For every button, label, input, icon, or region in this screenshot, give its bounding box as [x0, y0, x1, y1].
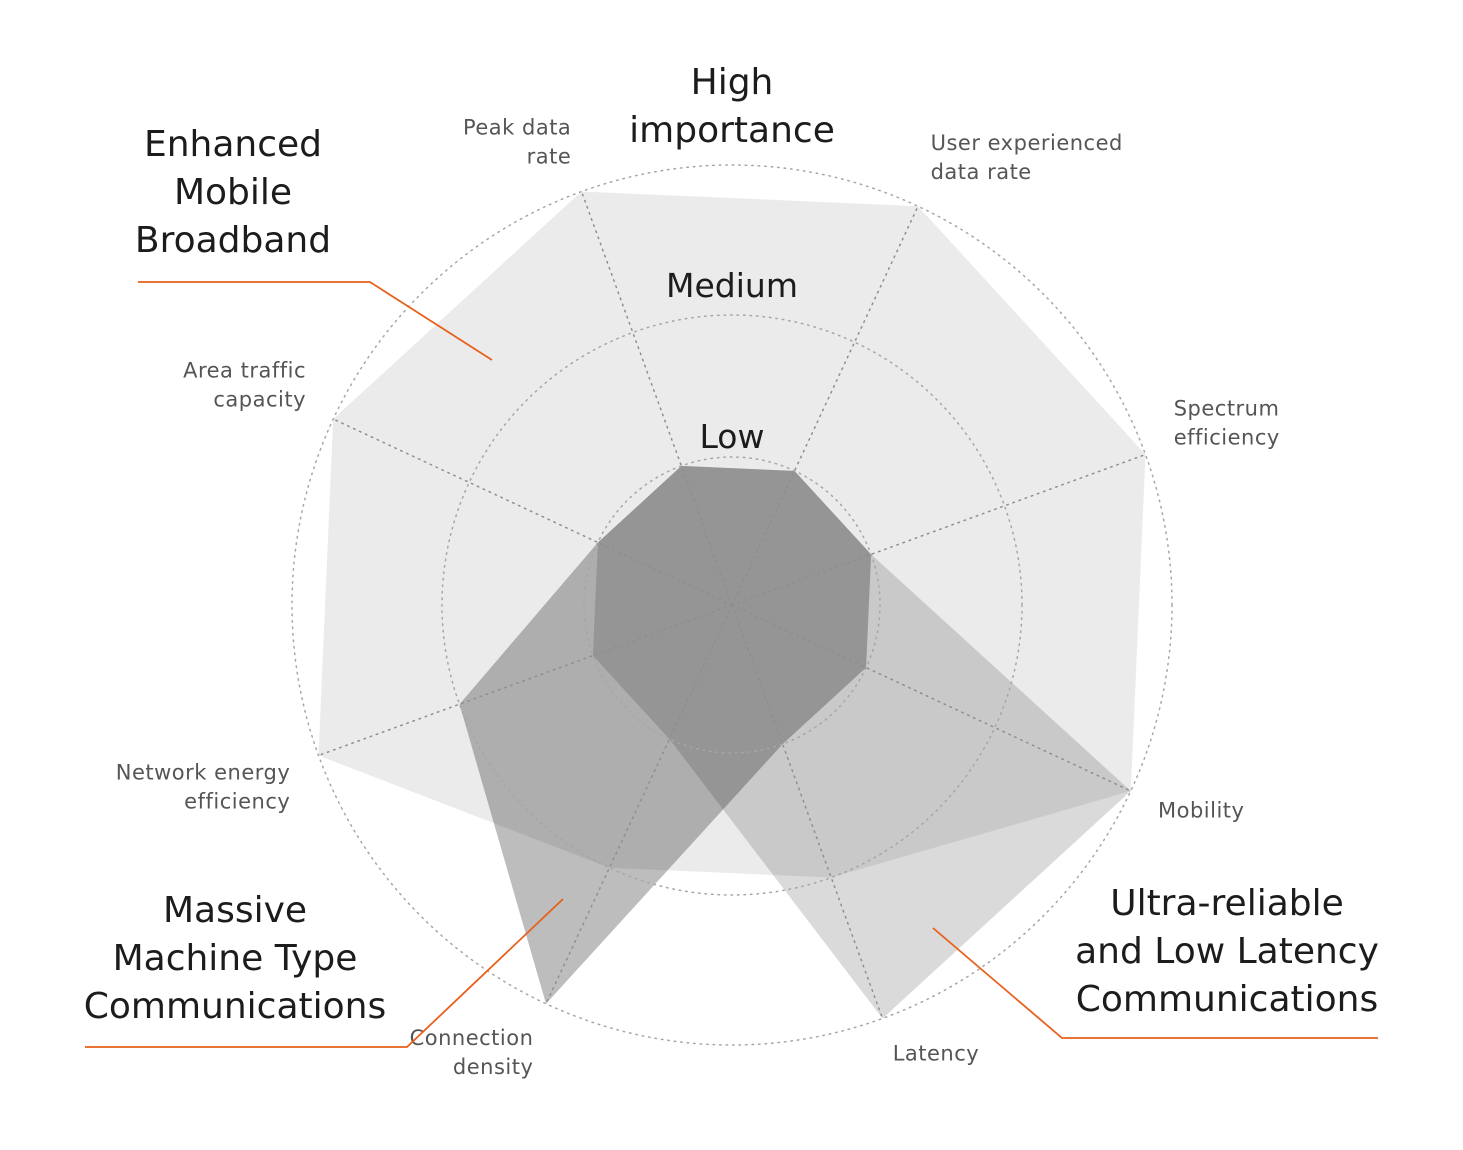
axis-label-line: Spectrum [1174, 396, 1280, 420]
grid [291, 164, 1173, 1046]
axis-label-mobility: Mobility [1158, 799, 1244, 823]
axis-label-area-traffic-capacity: Area traffic capacity [183, 358, 306, 411]
series-label-line: Machine Type [113, 938, 358, 979]
axis-label-line: Latency [893, 1042, 980, 1066]
axis-spoke-mobility [731, 604, 1132, 792]
axis-label-line: Mobility [1158, 799, 1244, 823]
axis-label-network-energy-efficiency: Network energy efficiency [116, 761, 291, 814]
leader-lines [85, 281, 1378, 1048]
grid-ring-medium [441, 314, 1023, 896]
series-area-massive-machine-type-communications [459, 465, 872, 1004]
axis-labels: Peak data rate User experienced data rateSp… [116, 115, 1280, 1079]
leader-line-enhanced-mobile-broadband [138, 281, 493, 361]
series-label-line: Massive [163, 890, 307, 931]
axis-label-line: capacity [213, 387, 306, 411]
axis-spoke-spectrum-efficiency [731, 453, 1147, 606]
grid-ring-high-importance [291, 164, 1173, 1046]
level-label-low: Low [700, 417, 765, 456]
level-label-line: Medium [666, 266, 798, 305]
axis-label-latency: Latency [893, 1042, 980, 1066]
level-label-line: importance [629, 110, 835, 151]
level-label-high-importance: High importance [629, 62, 835, 151]
series-label-line: Communications [84, 986, 387, 1027]
axis-label-line: efficiency [1174, 425, 1280, 449]
series-label-line: and Low Latency [1075, 931, 1379, 972]
level-label-line: Low [700, 417, 765, 456]
axis-label-line: User experienced [931, 131, 1123, 155]
axis-label-line: Connection [410, 1026, 534, 1050]
axis-label-line: Peak data [463, 115, 571, 139]
axis-spoke-user-experienced-data-rate [731, 205, 919, 606]
axis-label-peak-data-rate: Peak data rate [463, 115, 571, 168]
axis-label-connection-density: Connection density [410, 1026, 534, 1079]
series-label-line: Broadband [135, 220, 331, 261]
axis-spoke-peak-data-rate [580, 190, 733, 606]
leader-line-ultra-reliable-and-low-latency-communications [932, 927, 1378, 1039]
axis-spoke-latency [731, 604, 884, 1020]
leader-line-massive-machine-type-communications [85, 898, 564, 1048]
axis-label-line: efficiency [184, 790, 290, 814]
axis-label-spectrum-efficiency: Spectrum efficiency [1174, 396, 1280, 449]
axis-label-user-experienced-data-rate: User experienced data rate [931, 131, 1123, 184]
axis-label-line: density [453, 1055, 534, 1079]
series-label-line: Ultra-reliable [1110, 883, 1344, 924]
grid-ring-low [583, 456, 881, 754]
axis-label-line: Network energy [116, 761, 291, 785]
level-label-medium: Medium [666, 266, 798, 305]
axis-label-line: data rate [931, 160, 1032, 184]
level-labels: Low Medium High importance [629, 62, 835, 456]
axis-spoke-connection-density [545, 604, 733, 1005]
axis-label-line: Area traffic [183, 358, 306, 382]
axis-label-line: rate [527, 144, 572, 168]
axis-spoke-area-traffic-capacity [332, 418, 733, 606]
series-label-line: Enhanced [144, 124, 322, 165]
series-fills [318, 191, 1146, 1019]
series-label-line: Communications [1076, 979, 1379, 1020]
series-label-line: Mobile [174, 172, 292, 213]
axis-spoke-network-energy-efficiency [317, 604, 733, 757]
level-label-line: High [691, 62, 774, 103]
